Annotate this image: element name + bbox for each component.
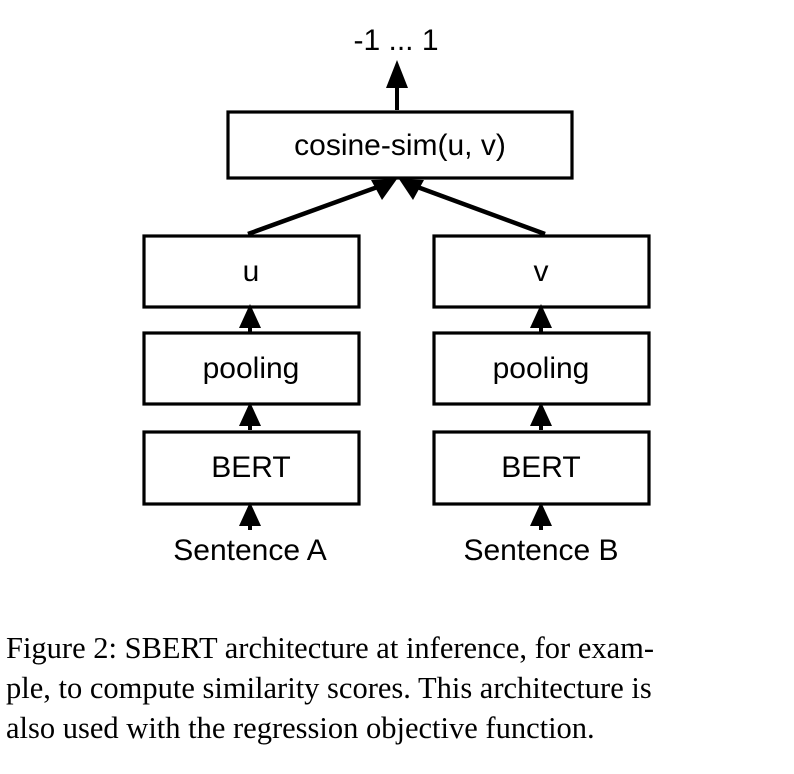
node-cosine-sim[interactable]: cosine-sim(u, v) <box>226 110 574 180</box>
node-pooling-left[interactable]: pooling <box>142 331 361 406</box>
node-bert-left[interactable]: BERT <box>142 430 361 506</box>
node-bert-right[interactable]: BERT <box>432 430 651 506</box>
arrow-head-icon <box>386 60 408 88</box>
edge-sentence-a-to-bert-left <box>239 502 261 530</box>
node-bert-left-label: BERT <box>211 451 290 484</box>
edge-sentence-b-to-bert-right <box>530 502 552 530</box>
arrow-head-icon <box>239 402 261 426</box>
edge-pooling-left-to-u <box>239 304 261 332</box>
arrow-head-icon <box>530 502 552 526</box>
caption-line-3: also used with the regression objective … <box>6 711 595 745</box>
caption-line-2: ple, to compute similarity scores. This … <box>6 671 652 705</box>
arrow-head-icon <box>399 179 424 200</box>
input-label-sentence-a: Sentence A <box>173 534 326 567</box>
edge-u-to-cosine-sim <box>247 179 397 237</box>
edge-cosine-to-output <box>386 60 408 110</box>
node-pooling-right[interactable]: pooling <box>432 331 651 406</box>
arrow-head-icon <box>530 304 552 328</box>
output-range-label: -1 ... 1 <box>353 24 438 57</box>
node-embedding-u-label: u <box>243 255 260 288</box>
node-pooling-left-label: pooling <box>203 352 300 385</box>
arrow-head-icon <box>371 179 397 200</box>
node-embedding-v[interactable]: v <box>432 234 651 309</box>
figure-caption: Figure 2: SBERT architecture at inferenc… <box>6 628 788 748</box>
sbert-architecture-diagram: -1 ... 1 cosine-sim(u, v) u <box>142 24 651 567</box>
arrow-head-icon <box>239 304 261 328</box>
edge-bert-right-to-pooling-right <box>530 402 552 430</box>
arrow-head-icon <box>530 402 552 426</box>
input-label-sentence-b: Sentence B <box>463 534 618 567</box>
node-embedding-v-label: v <box>534 255 549 288</box>
node-embedding-u[interactable]: u <box>142 234 361 309</box>
edge-pooling-right-to-v <box>530 304 552 332</box>
node-cosine-sim-label: cosine-sim(u, v) <box>294 129 506 162</box>
node-bert-right-label: BERT <box>501 451 580 484</box>
node-pooling-right-label: pooling <box>493 352 590 385</box>
edge-bert-left-to-pooling-left <box>239 402 261 430</box>
caption-line-1: Figure 2: SBERT architecture at inferenc… <box>6 631 655 665</box>
edge-v-to-cosine-sim <box>399 179 546 237</box>
arrow-head-icon <box>239 502 261 526</box>
